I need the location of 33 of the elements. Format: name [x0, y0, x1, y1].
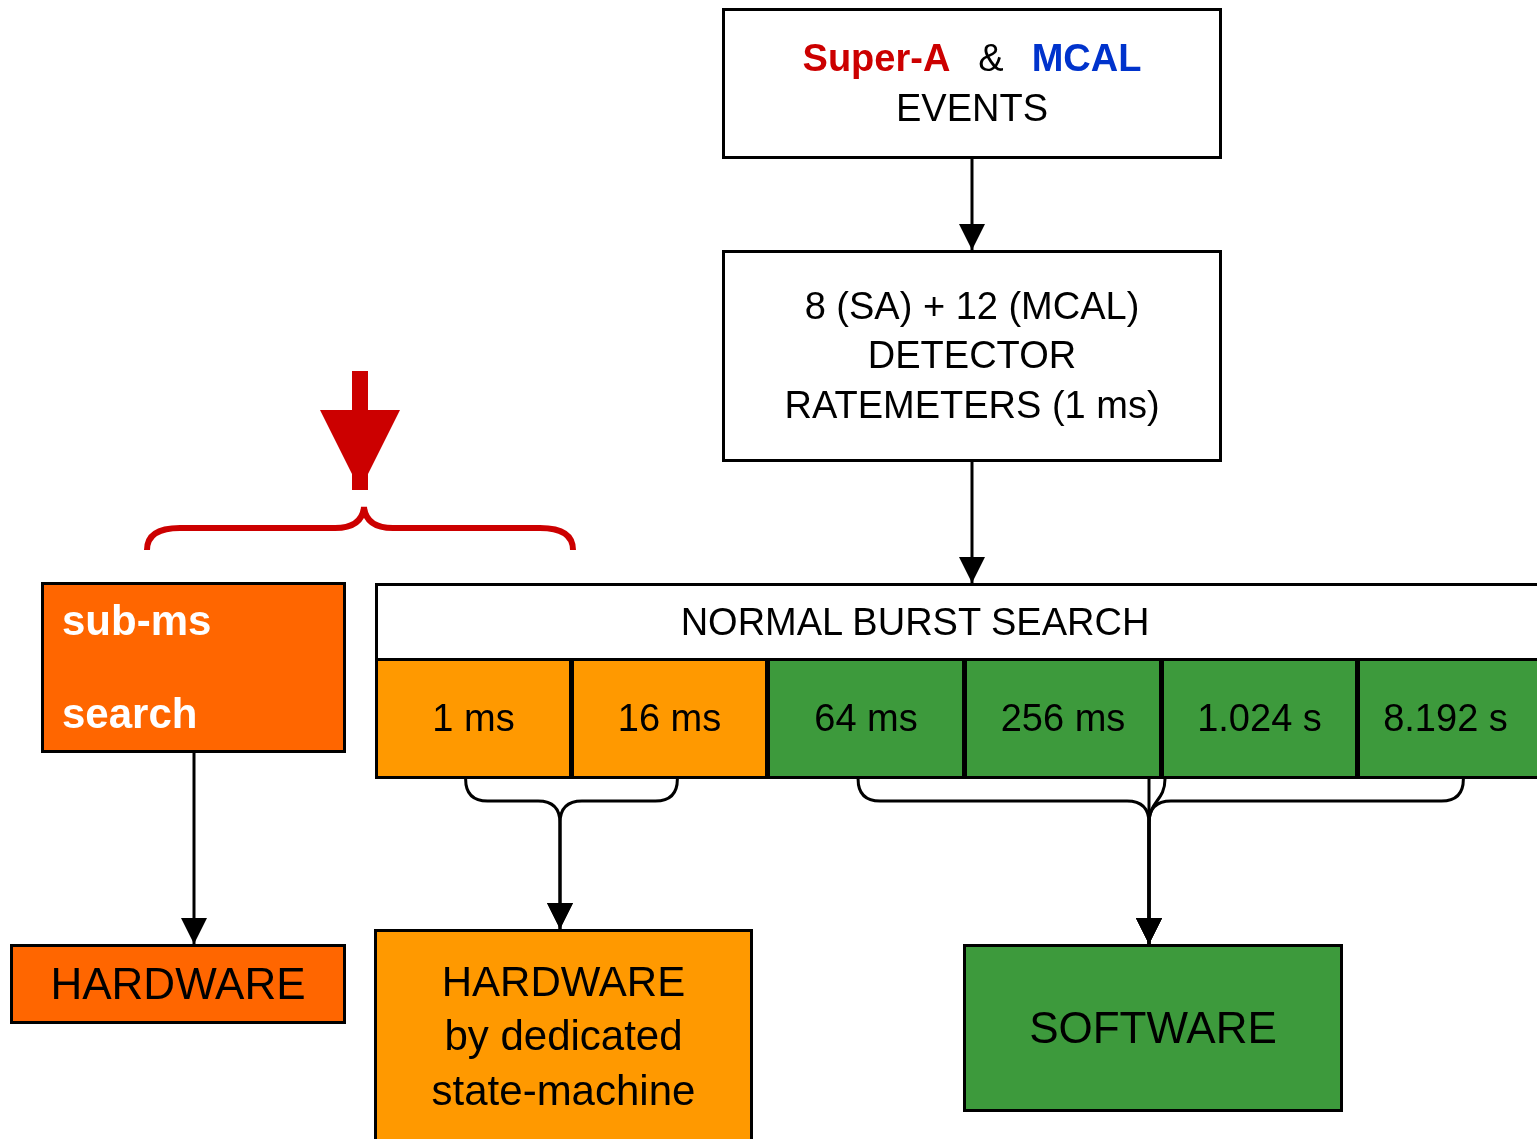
box-label: sub-ms search [62, 596, 213, 739]
box-label: 256 ms [1000, 695, 1126, 741]
arrow [181, 753, 207, 944]
process-box [10, 944, 346, 1024]
search-band [375, 583, 1537, 779]
time-scale-box [571, 658, 768, 779]
box-label: 1 ms [432, 695, 515, 741]
box-label: Super-A [802, 37, 951, 80]
arrow [959, 462, 985, 583]
box-label: 8 (SA) + 12 (MCAL) DETECTOR RATEMETERS (1 ms) [783, 283, 1161, 428]
box-label: HARDWARE by dedicated state-machine [430, 956, 697, 1116]
process-box [722, 8, 1222, 159]
time-scale-box [375, 658, 572, 779]
process-box [722, 250, 1222, 462]
box-label: & [978, 37, 1004, 80]
process-box [41, 582, 346, 753]
box-label: EVENTS [895, 85, 1048, 131]
time-scale-box [964, 658, 1162, 779]
box-label: SOFTWARE [1029, 1002, 1277, 1055]
arrow [959, 159, 985, 250]
box-label: NORMAL BURST SEARCH [680, 600, 1150, 645]
box-label: 64 ms [814, 695, 918, 741]
time-scale-box [1357, 658, 1537, 779]
time-scale-box [1161, 658, 1358, 779]
box-label: 8.192 s [1383, 695, 1508, 741]
box-label: 16 ms [617, 695, 722, 741]
process-box [963, 944, 1343, 1112]
box-label: 1.024 s [1197, 695, 1322, 741]
time-scale-box [767, 658, 965, 779]
process-box [374, 929, 753, 1139]
arrow [320, 371, 400, 490]
box-label: MCAL [1031, 37, 1142, 80]
box-label: HARDWARE [50, 958, 306, 1011]
